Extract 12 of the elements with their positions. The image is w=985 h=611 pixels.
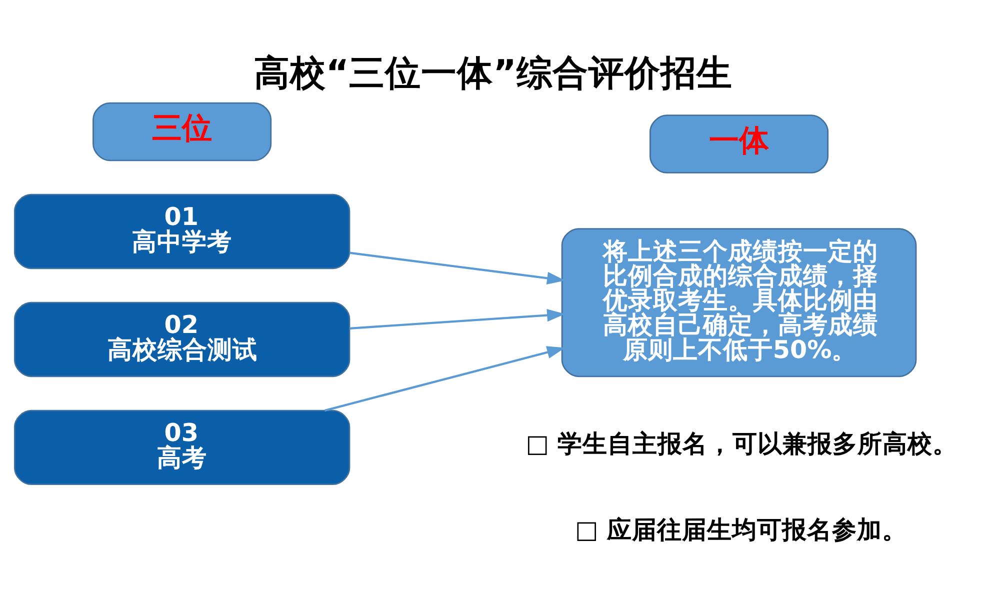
label: □ 学生自主报名，可以兼报多所高校。	[525, 428, 958, 458]
diagram-title: 高校“三位一体”综合评价招生	[253, 52, 732, 94]
arrow	[349, 308, 565, 329]
node-box: 一体	[649, 114, 828, 173]
node-box: 03 高考	[13, 409, 350, 485]
node-box: 将上述三个成绩按一定的比例合成的综合成绩，择优录取考生。具体比例由高校自己确定，高考成绩原则上不低于50%。	[560, 228, 916, 377]
node-box: 02 高校综合测试	[13, 301, 350, 377]
arrow	[324, 346, 565, 412]
label: □ 应届往届生均可报名参加。	[574, 514, 906, 544]
node-box: 01 高中学考	[13, 193, 350, 269]
node-box: 三位	[92, 102, 272, 161]
arrow	[349, 251, 565, 284]
